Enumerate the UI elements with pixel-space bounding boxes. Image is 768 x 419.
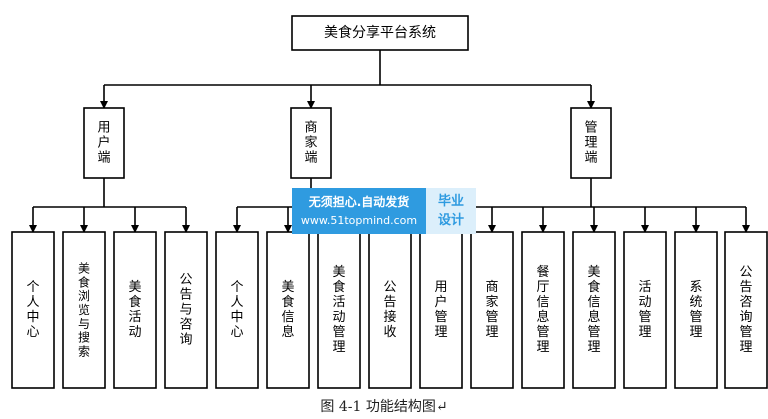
function-node-box bbox=[62, 231, 106, 389]
watermark-slogan: 无须担心.自动发货 bbox=[308, 195, 410, 209]
function-label: 公告与咨询 bbox=[179, 273, 192, 348]
watermark-badge-top: 毕业 bbox=[437, 194, 464, 209]
branch-label: 商家端 bbox=[304, 121, 317, 166]
function-node-box bbox=[724, 231, 768, 389]
function-node-box bbox=[164, 231, 208, 389]
function-label: 美食信息 bbox=[281, 280, 294, 340]
function-label: 商家管理 bbox=[485, 280, 498, 340]
function-node-box bbox=[470, 231, 514, 389]
branch-node-box bbox=[83, 107, 125, 179]
watermark-banner: 无须担心.自动发货 www.51topmind.com 毕业 设计 bbox=[292, 188, 476, 234]
figure-caption: 图 4-1 功能结构图↵ bbox=[320, 399, 448, 415]
watermark-url: www.51topmind.com bbox=[300, 214, 418, 227]
function-label: 公告咨询管理 bbox=[739, 265, 752, 355]
function-node-box bbox=[521, 231, 565, 389]
root-node-box bbox=[291, 15, 469, 51]
function-label: 美食活动 bbox=[128, 280, 141, 340]
function-node-box bbox=[113, 231, 157, 389]
function-label: 美食活动管理 bbox=[332, 265, 345, 355]
function-label: 美食信息管理 bbox=[587, 265, 600, 355]
function-node-box bbox=[419, 231, 463, 389]
branch-label: 管理端 bbox=[584, 121, 597, 166]
watermark-badge-bottom: 设计 bbox=[437, 213, 464, 228]
function-node-box bbox=[623, 231, 667, 389]
function-label: 餐厅信息管理 bbox=[536, 264, 549, 355]
function-node-box bbox=[572, 231, 616, 389]
function-node-box bbox=[266, 231, 310, 389]
function-label: 系统管理 bbox=[689, 280, 702, 340]
function-node-box bbox=[674, 231, 718, 389]
watermark-text-block: 无须担心.自动发货 www.51topmind.com bbox=[292, 188, 426, 234]
function-label: 活动管理 bbox=[638, 280, 651, 340]
function-node-box bbox=[317, 231, 361, 389]
function-label: 用户管理 bbox=[434, 280, 447, 340]
branch-label: 用户端 bbox=[97, 121, 110, 166]
function-label: 个人中心 bbox=[230, 280, 243, 340]
branch-node-box bbox=[570, 107, 612, 179]
function-node-box bbox=[11, 231, 55, 389]
function-node-box bbox=[215, 231, 259, 389]
watermark-badge: 毕业 设计 bbox=[426, 188, 476, 234]
function-node-box bbox=[368, 231, 412, 389]
branch-node-box bbox=[290, 107, 332, 179]
function-label: 美食浏览与搜索 bbox=[78, 262, 90, 359]
root-label: 美食分享平台系统 bbox=[324, 24, 436, 41]
function-label: 个人中心 bbox=[26, 280, 39, 340]
function-label: 公告接收 bbox=[383, 280, 396, 340]
